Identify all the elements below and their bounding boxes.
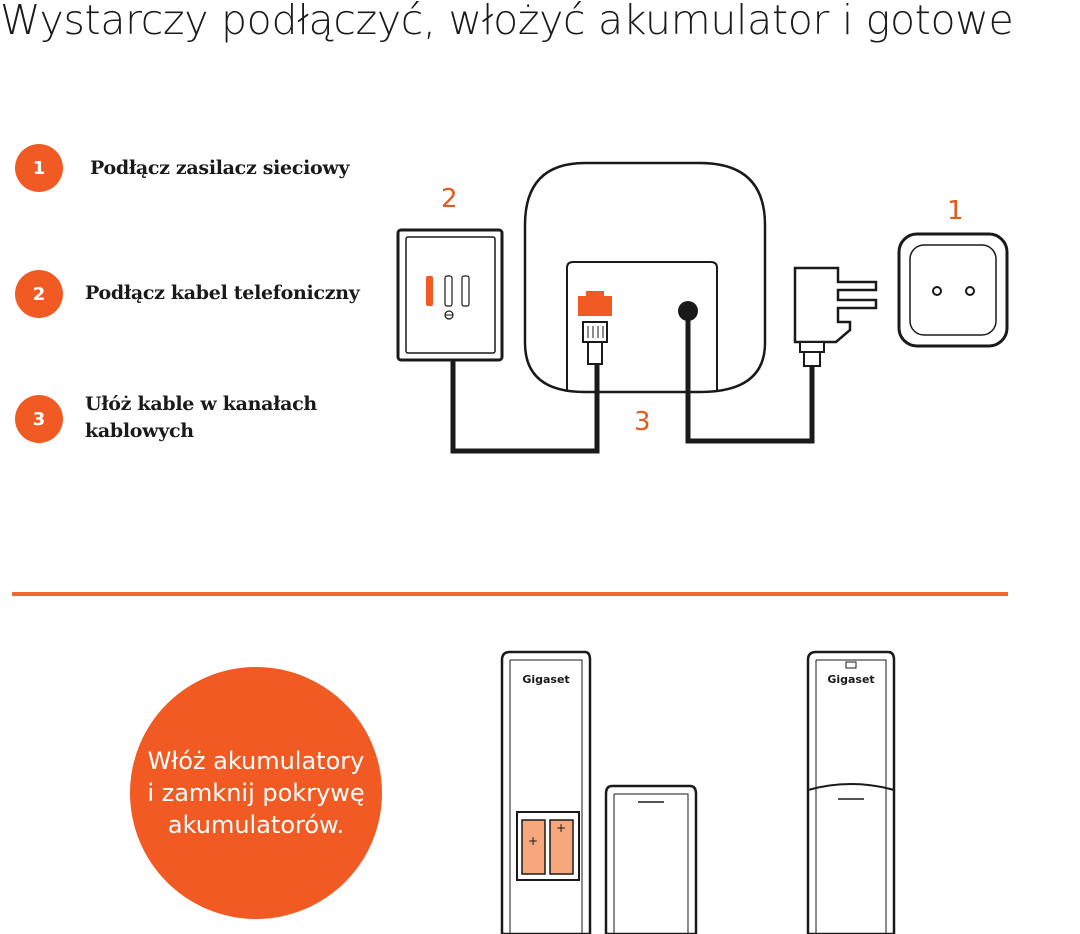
step-1-badge: 1: [15, 144, 63, 192]
page-title: Wystarczy podłączyć, włożyć akumulator i…: [0, 0, 1014, 44]
step-3-label: Ułóż kable w kanałach kablowych: [85, 393, 317, 442]
handset-closed-brand: Gigaset: [827, 673, 874, 686]
base-station-icon: [523, 161, 767, 394]
diagram-number-cables: 3: [634, 407, 651, 437]
handset-open-icon: + +: [500, 650, 592, 934]
power-adapter-icon: [793, 266, 878, 367]
battery-instruction-circle: Włóż akumulatory i zamknij pokrywę akumu…: [130, 667, 382, 919]
section-divider: [12, 592, 1008, 596]
diagram-number-wall-jack: 2: [441, 184, 458, 214]
battery-cover-icon: [604, 784, 698, 934]
battery-instruction-text: Włóż akumulatory i zamknij pokrywę akumu…: [147, 747, 365, 839]
step-1-label: Podłącz zasilacz sieciowy: [90, 157, 350, 179]
handset-closed-icon: [806, 650, 896, 934]
step-2-badge: 2: [15, 270, 63, 318]
wall-outlet-icon: [897, 232, 1009, 348]
svg-text:+: +: [556, 821, 566, 835]
wall-phone-jack-icon: [396, 228, 504, 362]
step-2-label: Podłącz kabel telefoniczny: [85, 282, 360, 304]
step-3-badge: 3: [15, 395, 63, 443]
handset-open-brand: Gigaset: [522, 673, 569, 686]
diagram-number-outlet: 1: [947, 196, 964, 226]
svg-text:+: +: [528, 834, 538, 848]
